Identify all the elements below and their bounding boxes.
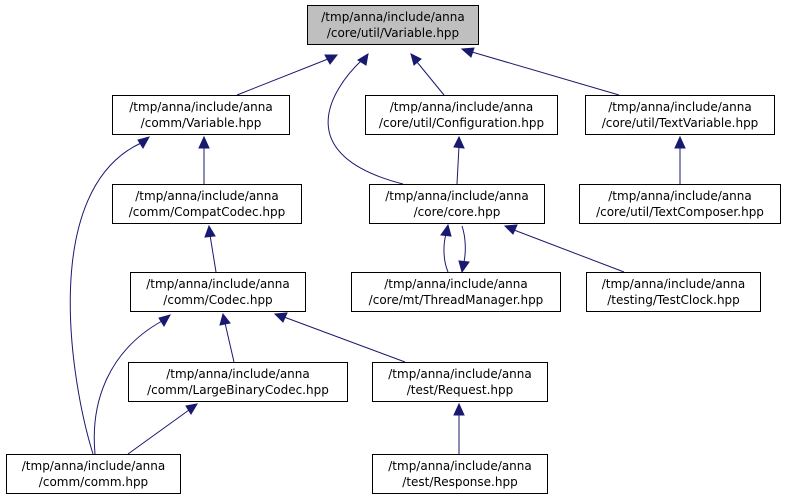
arrowhead <box>273 312 288 323</box>
arrowhead <box>674 135 686 149</box>
node-path-line: /tmp/anna/include/anna <box>385 189 529 203</box>
node-path-line: /tmp/anna/include/anna <box>146 277 290 291</box>
node-large-binary-codec[interactable]: /tmp/anna/include/anna /comm/LargeBinary… <box>128 362 348 402</box>
node-text-variable[interactable]: /tmp/anna/include/anna /core/util/TextVa… <box>585 95 775 135</box>
node-path-line: /tmp/anna/include/anna <box>608 189 752 203</box>
node-request[interactable]: /tmp/anna/include/anna /test/Request.hpp <box>372 362 548 402</box>
edge-comm-to-comm-variable <box>69 142 142 455</box>
edge-configuration-to-variable <box>416 61 445 96</box>
node-path-line: /tmp/anna/include/anna <box>321 10 465 24</box>
node-comm[interactable]: /tmp/anna/include/anna /comm/comm.hpp <box>6 454 181 494</box>
edge-comm-variable-to-variable <box>236 58 329 96</box>
arrowhead <box>204 224 216 238</box>
arrowhead <box>503 224 518 235</box>
node-file-line: /test/Response.hpp <box>402 475 518 489</box>
arrowhead <box>460 47 475 58</box>
arrowhead <box>453 402 465 416</box>
node-thread-manager[interactable]: /tmp/anna/include/anna /core/mt/ThreadMa… <box>351 272 561 312</box>
node-file-line: /core/util/TextComposer.hpp <box>596 205 764 219</box>
arrowhead <box>440 223 452 237</box>
node-path-line: /tmp/anna/include/anna <box>129 100 273 114</box>
edge-comm-to-codec <box>93 320 163 455</box>
edge-threadmanager-to-core <box>443 233 449 273</box>
node-test-clock[interactable]: /tmp/anna/include/anna /testing/TestCloc… <box>586 272 761 312</box>
node-codec[interactable]: /tmp/anna/include/anna /comm/Codec.hpp <box>130 272 306 312</box>
node-comm-variable[interactable]: /tmp/anna/include/anna /comm/Variable.hp… <box>112 95 290 135</box>
edge-largebinarycodec-to-codec <box>224 322 235 363</box>
node-file-line: /comm/LargeBinaryCodec.hpp <box>147 383 329 397</box>
arrowhead <box>219 312 231 326</box>
edge-textvariable-to-variable <box>471 51 620 96</box>
node-path-line: /tmp/anna/include/anna <box>388 367 532 381</box>
edge-comm-to-largebinarycodec <box>127 409 190 455</box>
edge-core-to-variable <box>327 59 404 185</box>
arrowhead <box>324 54 339 65</box>
edge-testclock-to-core <box>513 229 625 273</box>
node-file-line: /comm/Codec.hpp <box>163 293 273 307</box>
edge-request-to-codec <box>283 316 406 363</box>
node-path-line: /tmp/anna/include/anna <box>388 459 532 473</box>
arrowhead <box>357 53 369 66</box>
edge-core-to-configuration <box>456 145 460 185</box>
arrowhead <box>198 135 210 149</box>
arrowhead <box>458 260 470 274</box>
arrowhead <box>137 136 151 149</box>
node-path-line: /tmp/anna/include/anna <box>608 100 752 114</box>
node-core[interactable]: /tmp/anna/include/anna /core/core.hpp <box>369 184 545 224</box>
node-file-line: /core/mt/ThreadManager.hpp <box>368 293 544 307</box>
edge-codec-to-compatcodec <box>209 234 217 273</box>
node-path-line: /tmp/anna/include/anna <box>384 277 528 291</box>
node-response[interactable]: /tmp/anna/include/anna /test/Response.hp… <box>372 454 548 494</box>
node-path-line: /tmp/anna/include/anna <box>601 277 746 291</box>
node-variable-core[interactable]: /tmp/anna/include/anna /core/util/Variab… <box>307 5 479 45</box>
arrowhead <box>453 135 465 149</box>
node-compat-codec[interactable]: /tmp/anna/include/anna /comm/CompatCodec… <box>112 184 302 224</box>
node-file-line: /comm/comm.hpp <box>38 475 149 489</box>
node-path-line: /tmp/anna/include/anna <box>389 100 534 114</box>
node-path-line: /tmp/anna/include/anna <box>166 367 310 381</box>
node-text-composer[interactable]: /tmp/anna/include/anna /core/util/TextCo… <box>579 184 781 224</box>
node-file-line: /comm/CompatCodec.hpp <box>128 205 286 219</box>
node-file-line: /core/util/Variable.hpp <box>326 26 460 40</box>
node-file-line: /test/Request.hpp <box>406 383 514 397</box>
node-configuration[interactable]: /tmp/anna/include/anna /core/util/Config… <box>365 95 558 135</box>
arrowhead <box>185 403 198 415</box>
arrowhead <box>158 314 172 327</box>
node-path-line: /tmp/anna/include/anna <box>21 459 166 473</box>
node-file-line: /testing/TestClock.hpp <box>607 293 740 307</box>
node-path-line: /tmp/anna/include/anna <box>135 189 279 203</box>
node-file-line: /core/util/Configuration.hpp <box>378 116 545 130</box>
edge-core-to-threadmanager <box>461 225 466 263</box>
arrowhead <box>410 53 422 66</box>
node-file-line: /comm/Variable.hpp <box>140 116 262 130</box>
node-file-line: /core/core.hpp <box>413 205 501 219</box>
node-file-line: /core/util/TextVariable.hpp <box>601 116 759 130</box>
